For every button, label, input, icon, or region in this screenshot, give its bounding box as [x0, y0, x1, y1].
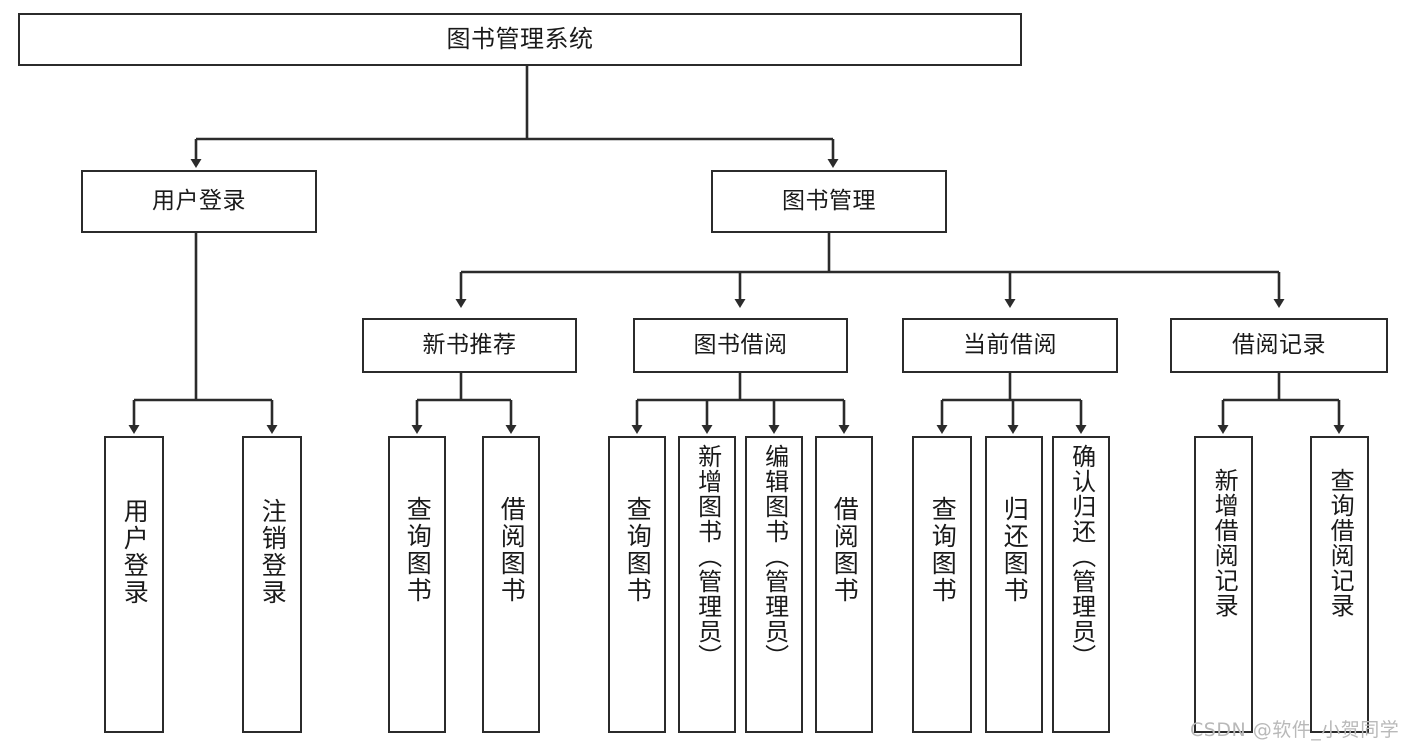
node-label: 查询图书 [928, 496, 958, 604]
node-label: 借阅图书 [497, 496, 527, 604]
node-label: 图书管理系统 [446, 25, 594, 54]
node-leaf-query-book-2[interactable]: 查询图书 [608, 436, 666, 733]
node-label: 新书推荐 [422, 331, 517, 358]
node-user-login[interactable]: 用户登录 [81, 170, 317, 233]
node-label: 查询借阅记录 [1326, 468, 1355, 618]
node-leaf-confirm-return[interactable]: 确认归还（管理员） [1052, 436, 1110, 733]
node-label: 归还图书 [1000, 496, 1030, 604]
node-label: 图书管理 [782, 187, 876, 214]
node-leaf-add-book[interactable]: 新增图书（管理员） [678, 436, 736, 733]
node-label: 查询图书 [403, 496, 433, 604]
node-label: 借阅记录 [1232, 331, 1326, 358]
node-label: 用户登录 [120, 498, 150, 606]
node-leaf-return-book[interactable]: 归还图书 [985, 436, 1043, 733]
node-book-management-system[interactable]: 图书管理系统 [18, 13, 1022, 66]
node-label: 新增借阅记录 [1210, 468, 1239, 618]
node-label: 编辑图书（管理员） [760, 444, 789, 669]
node-current-borrow[interactable]: 当前借阅 [902, 318, 1118, 373]
node-leaf-borrow-book-2[interactable]: 借阅图书 [815, 436, 873, 733]
node-label: 当前借阅 [963, 331, 1057, 358]
node-label: 图书借阅 [693, 331, 788, 358]
node-label: 新增图书（管理员） [693, 444, 722, 669]
node-leaf-add-record[interactable]: 新增借阅记录 [1194, 436, 1253, 733]
node-label: 注销登录 [258, 498, 288, 606]
node-leaf-query-book-3[interactable]: 查询图书 [912, 436, 972, 733]
node-new-book-recommend[interactable]: 新书推荐 [362, 318, 577, 373]
node-leaf-query-book-1[interactable]: 查询图书 [388, 436, 446, 733]
node-leaf-edit-book[interactable]: 编辑图书（管理员） [745, 436, 803, 733]
node-leaf-user-login[interactable]: 用户登录 [104, 436, 164, 733]
node-book-management[interactable]: 图书管理 [711, 170, 947, 233]
node-leaf-query-record[interactable]: 查询借阅记录 [1310, 436, 1369, 733]
node-label: 借阅图书 [830, 496, 860, 604]
node-leaf-borrow-book-1[interactable]: 借阅图书 [482, 436, 540, 733]
node-label: 用户登录 [152, 187, 246, 214]
node-book-borrow[interactable]: 图书借阅 [633, 318, 848, 373]
node-label: 查询图书 [623, 496, 653, 604]
node-leaf-logout[interactable]: 注销登录 [242, 436, 302, 733]
node-label: 确认归还（管理员） [1067, 444, 1096, 669]
node-borrow-record[interactable]: 借阅记录 [1170, 318, 1388, 373]
